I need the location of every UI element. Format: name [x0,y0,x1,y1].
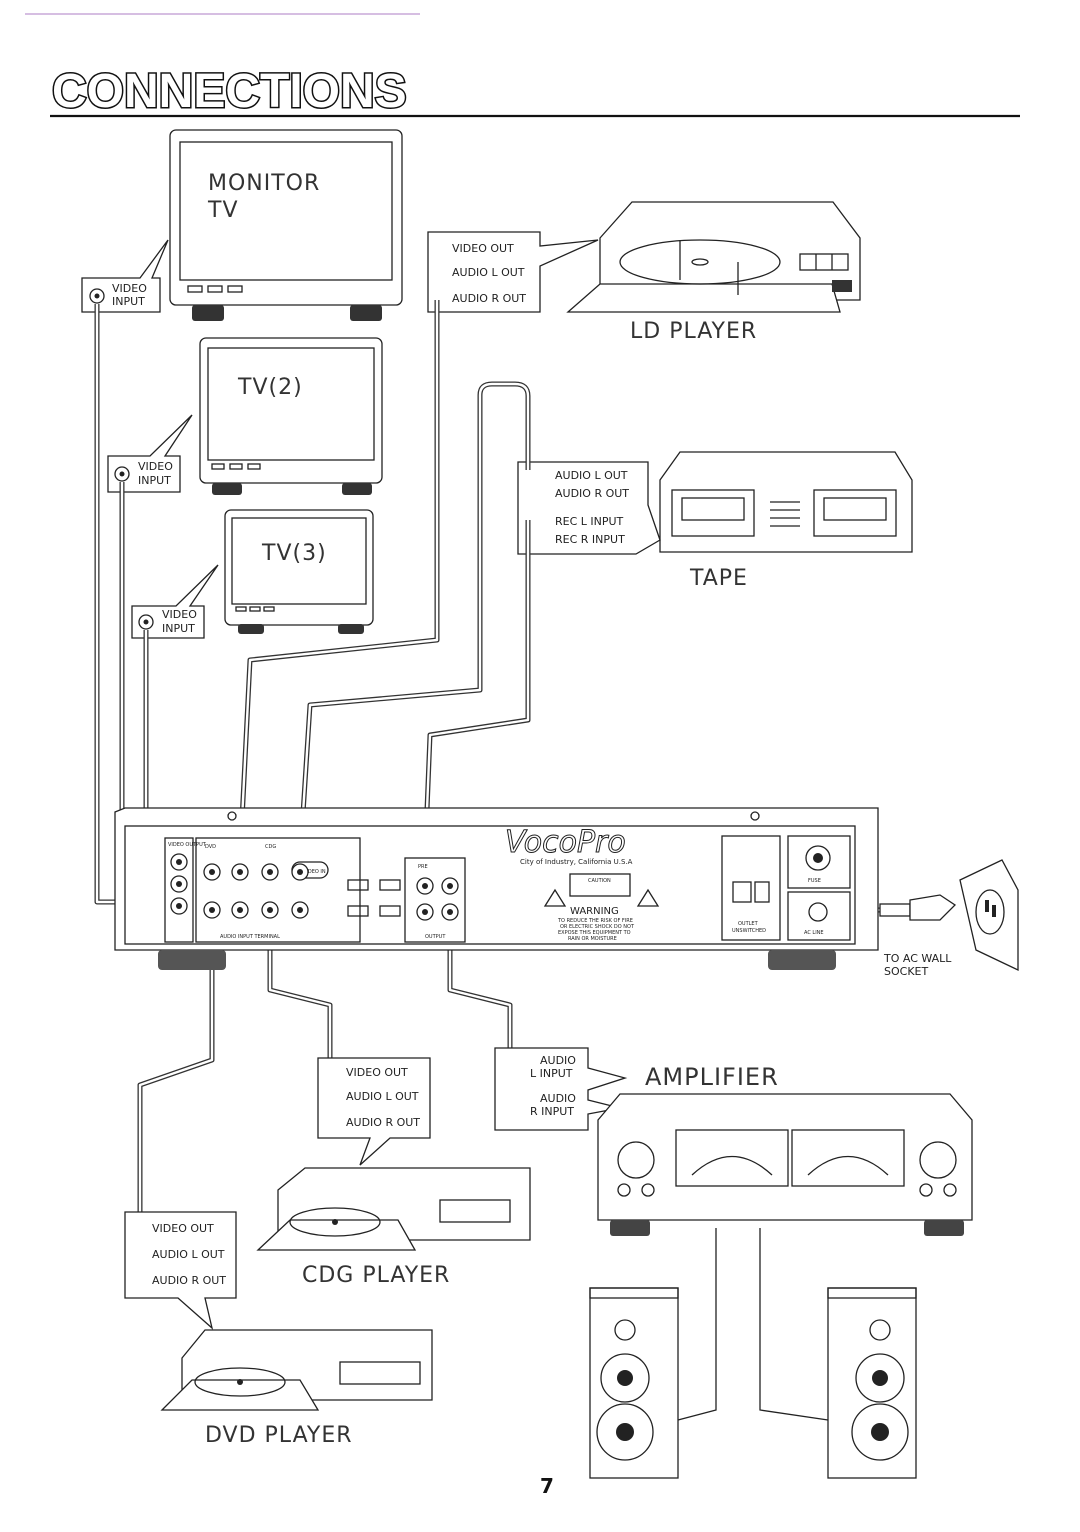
cdg-output-label-2: AUDIO L OUT [346,1090,419,1103]
warning-line-1: TO REDUCE THE RISK OF FIRE [557,918,633,924]
pre-label: PRE [418,864,428,870]
ac-line-block [787,891,851,941]
speaker-wire-left [677,1228,717,1421]
tv3-input-label-1: VIDEO [162,608,197,621]
tape-deck: TAPE [659,451,913,591]
cdg-player: CDG PLAYER [256,1167,531,1288]
tape-port-label-2: AUDIO R OUT [555,487,629,500]
tv3: TV(3) [224,509,374,634]
ld-output-label-1: VIDEO OUT [452,242,514,255]
video-in-label: VIDEO IN [303,869,326,875]
dvd-output-label-1: VIDEO OUT [152,1222,214,1235]
warning-line-2: OR ELECTRIC SHOCK DO NOT [560,924,635,930]
socket-label-2: SOCKET [884,965,928,978]
monitor-label: MONITOR [208,171,320,196]
warning-line-3: EXPOSE THIS EQUIPMENT TO [558,930,631,936]
tape-ports-callout: AUDIO L OUT AUDIO R OUT REC L INPUT REC … [517,461,661,555]
tape-port-label-3: REC L INPUT [555,515,624,528]
outlet-block [721,835,781,941]
monitor-input-label-2: INPUT [112,295,145,308]
caution-label: CAUTION [588,878,611,884]
amp-input-label-4: R INPUT [530,1105,574,1118]
audio-input-label: AUDIO INPUT TERMINAL [220,934,280,940]
amplifier: AMPLIFIER [597,1063,973,1236]
tape-port-label-1: AUDIO L OUT [555,469,628,482]
dvd-output-label-2: AUDIO L OUT [152,1248,225,1261]
dvd-output-label-3: AUDIO R OUT [152,1274,226,1287]
cdg-output-label-3: AUDIO R OUT [346,1116,420,1129]
city-label: City of Industry, California U.S.A [520,858,633,866]
ac-line-label: AC LINE [804,930,824,936]
output-label: OUTPUT [425,934,446,940]
ld-output-label-2: AUDIO L OUT [452,266,525,279]
tv2-video-input-callout: VIDEO INPUT [107,414,193,493]
page-title: CONNECTIONS [52,65,407,118]
tape-port-label-4: REC R INPUT [555,533,625,546]
warning-line-4: RAIN OR MOISTURE [568,936,617,942]
amp-input-label-3: AUDIO [540,1092,576,1105]
speaker-wire-right [759,1228,829,1421]
tv2-input-label-2: INPUT [138,474,171,487]
karaoke-unit-rear-panel: VIDEO OUTPUT DVD CDG AUDIO INPUT TERMINA… [114,807,879,970]
dvd-player-label: DVD PLAYER [205,1423,353,1448]
video-output-block [164,837,194,943]
amp-input-label-1: AUDIO [540,1054,576,1067]
cdg-player-label: CDG PLAYER [302,1263,450,1288]
ld-output-label-3: AUDIO R OUT [452,292,526,305]
video-output-label: VIDEO OUTPUT [168,842,207,848]
dvd-input-label: DVD [205,844,216,850]
cdg-input-label: CDG [265,844,276,850]
monitor-input-label-1: VIDEO [112,282,147,295]
ld-player: LD PLAYER [566,201,861,344]
amp-input-label-2: L INPUT [530,1067,573,1080]
page-number: 7 [540,1474,554,1498]
fuse-block [787,835,851,889]
warning-title: WARNING [570,906,619,917]
tv2-label: TV(2) [237,375,303,400]
power-plug-and-socket: TO AC WALL SOCKET [879,859,1019,978]
fuse-label: FUSE [808,878,821,884]
unswitched-label: UNSWITCHED [732,928,766,934]
speaker-left [589,1287,679,1479]
outlet-label: OUTLET [738,921,759,927]
monitor-tv: MONITOR TV [169,129,403,321]
tv2: TV(2) [199,337,383,495]
amplifier-label: AMPLIFIER [645,1063,779,1091]
tv3-video-input-callout: VIDEO INPUT [131,564,219,639]
cdg-outputs-callout: VIDEO OUT AUDIO L OUT AUDIO R OUT [317,1057,431,1166]
tv3-input-label-2: INPUT [162,622,195,635]
dvd-outputs-callout: VIDEO OUT AUDIO L OUT AUDIO R OUT [124,1211,237,1330]
dvd-player: DVD PLAYER [160,1329,433,1448]
brand-logo: VocoPro [505,825,626,860]
cdg-output-label-1: VIDEO OUT [346,1066,408,1079]
monitor-video-input-callout: VIDEO INPUT [81,239,169,313]
pre-output-block [404,857,466,943]
amp-inputs-callout: AUDIO L INPUT AUDIO R INPUT [494,1047,628,1131]
tv2-input-label-1: VIDEO [138,460,173,473]
socket-label-1: TO AC WALL [883,952,952,965]
tape-label: TAPE [689,566,748,591]
monitor-tv-label: TV [207,198,239,223]
tv3-label: TV(3) [261,541,327,566]
ld-player-label: LD PLAYER [630,319,757,344]
ld-outputs-callout: VIDEO OUT AUDIO L OUT AUDIO R OUT [427,231,599,313]
speaker-right [827,1287,917,1479]
